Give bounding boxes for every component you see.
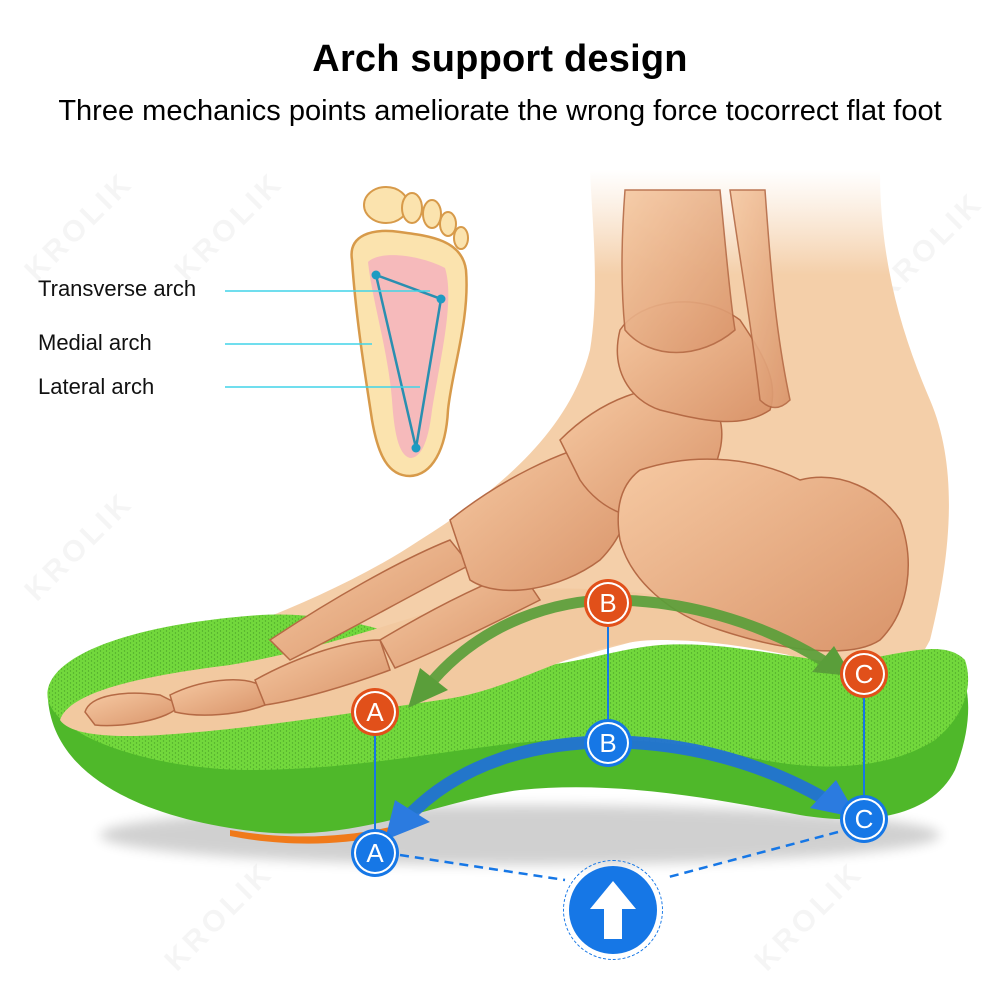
force-point-b-lower: B: [587, 722, 629, 764]
page-title: Arch support design: [312, 38, 688, 80]
support-up-badge: [563, 860, 663, 960]
force-point-a-upper: A: [354, 691, 396, 733]
force-point-c-upper: C: [843, 653, 885, 695]
label-transverse-arch: Transverse arch: [38, 276, 197, 301]
force-point-a-lower: A: [354, 832, 396, 874]
force-point-b-upper: B: [587, 582, 629, 624]
force-point-c-lower: C: [843, 798, 885, 840]
page-subtitle: Three mechanics points ameliorate the wr…: [58, 95, 942, 127]
label-medial-arch: Medial arch: [38, 330, 152, 355]
arrow-up-icon: [569, 866, 657, 954]
label-lateral-arch: Lateral arch: [38, 374, 155, 399]
foot-sole-diagram: [350, 186, 469, 478]
